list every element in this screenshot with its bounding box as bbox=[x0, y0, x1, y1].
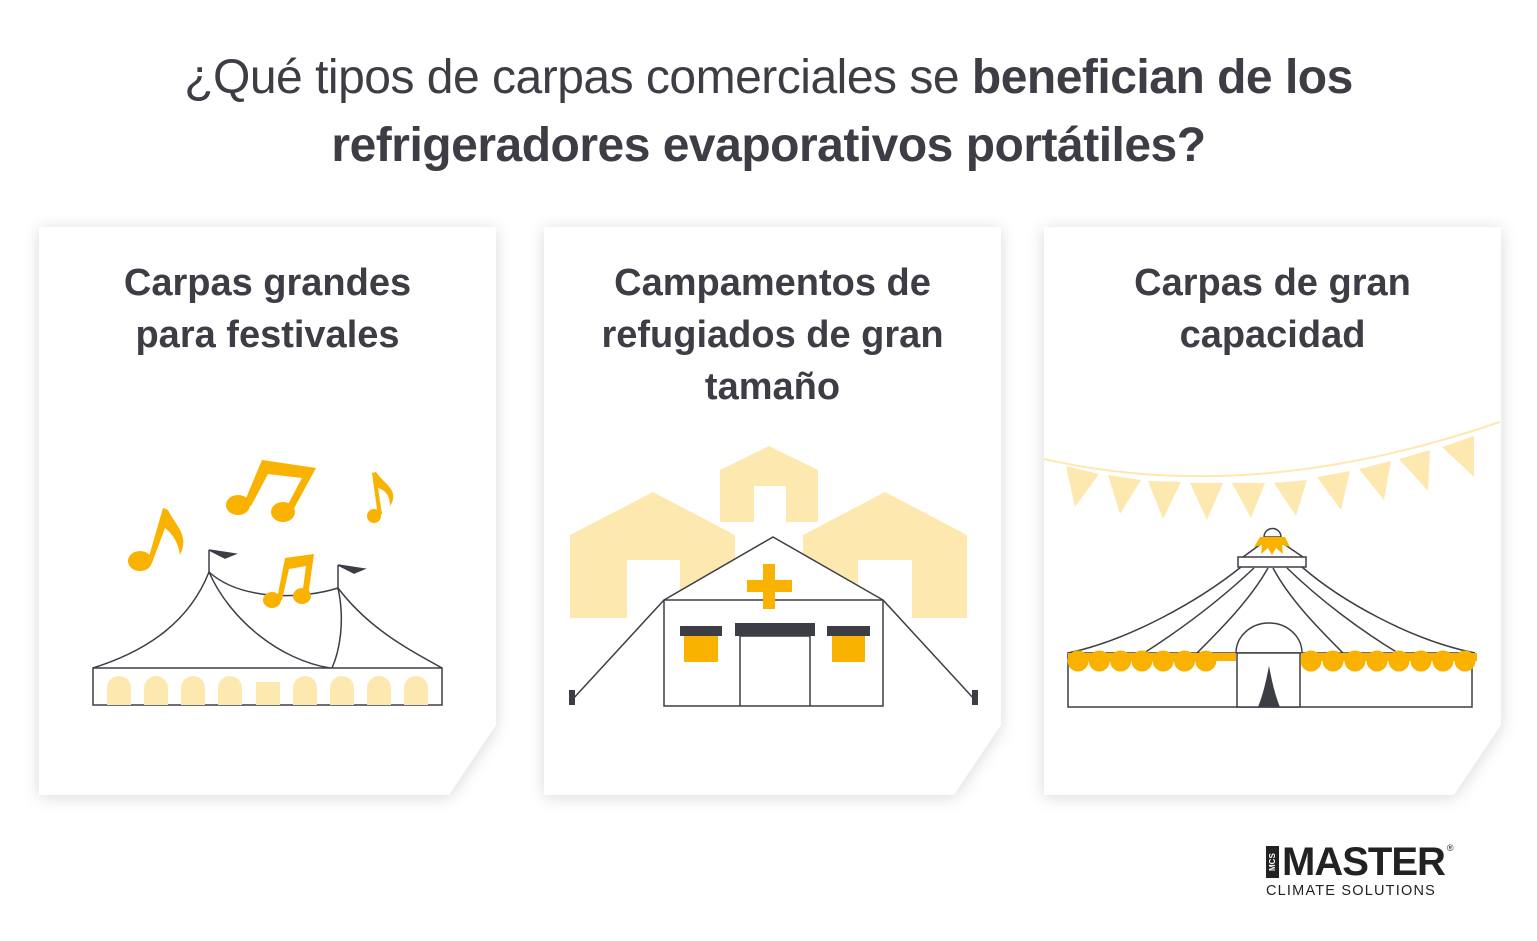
scallop bbox=[1088, 650, 1110, 672]
scallop bbox=[1410, 650, 1432, 672]
scallop bbox=[1131, 650, 1153, 672]
scallop bbox=[1388, 650, 1410, 672]
scallop bbox=[1366, 650, 1388, 672]
title-bold-2: refrigeradores evaporativos portátiles? bbox=[331, 119, 1206, 172]
scallop bbox=[1067, 650, 1089, 672]
scallop bbox=[1344, 650, 1366, 672]
logo-name: MASTER bbox=[1282, 840, 1446, 884]
logo-tagline: CLIMATE SOLUTIONS bbox=[1266, 883, 1436, 899]
scallop bbox=[1322, 650, 1344, 672]
music-notes-icon bbox=[128, 460, 394, 608]
scallop bbox=[1195, 650, 1217, 672]
card-title: Carpas grandes para festivales bbox=[123, 262, 412, 356]
logo-mcs: MCS bbox=[1266, 846, 1279, 878]
scallop-trim-icon bbox=[1067, 537, 1477, 672]
card-title: Campamentos de refugiados de gran tamaño bbox=[601, 262, 944, 408]
scallop bbox=[1300, 650, 1322, 672]
card-refugee-camps: Campamentos de refugiados de gran tamaño bbox=[544, 227, 1001, 795]
card-title: Carpas de gran capacidad bbox=[1134, 262, 1411, 356]
master-logo: MCS MASTER ® CLIMATE SOLUTIONS bbox=[1266, 840, 1454, 899]
scallop bbox=[1454, 650, 1476, 672]
scallop bbox=[1174, 650, 1195, 672]
refugee-camp-tents-icon bbox=[569, 446, 978, 707]
title-light: ¿Qué tipos de carpas comerciales se bbox=[184, 51, 972, 104]
festival-tent-music-icon bbox=[92, 549, 443, 706]
title-bold-1: benefician de los bbox=[971, 51, 1353, 104]
scallop bbox=[1110, 650, 1132, 672]
logo-registered: ® bbox=[1446, 843, 1454, 853]
bunting-icon bbox=[1043, 421, 1501, 520]
scallop bbox=[1152, 650, 1174, 672]
page-title: ¿Qué tipos de carpas comerciales se bene… bbox=[0, 44, 1537, 180]
scallop bbox=[1432, 650, 1454, 672]
tent-door-icon bbox=[1258, 666, 1280, 707]
